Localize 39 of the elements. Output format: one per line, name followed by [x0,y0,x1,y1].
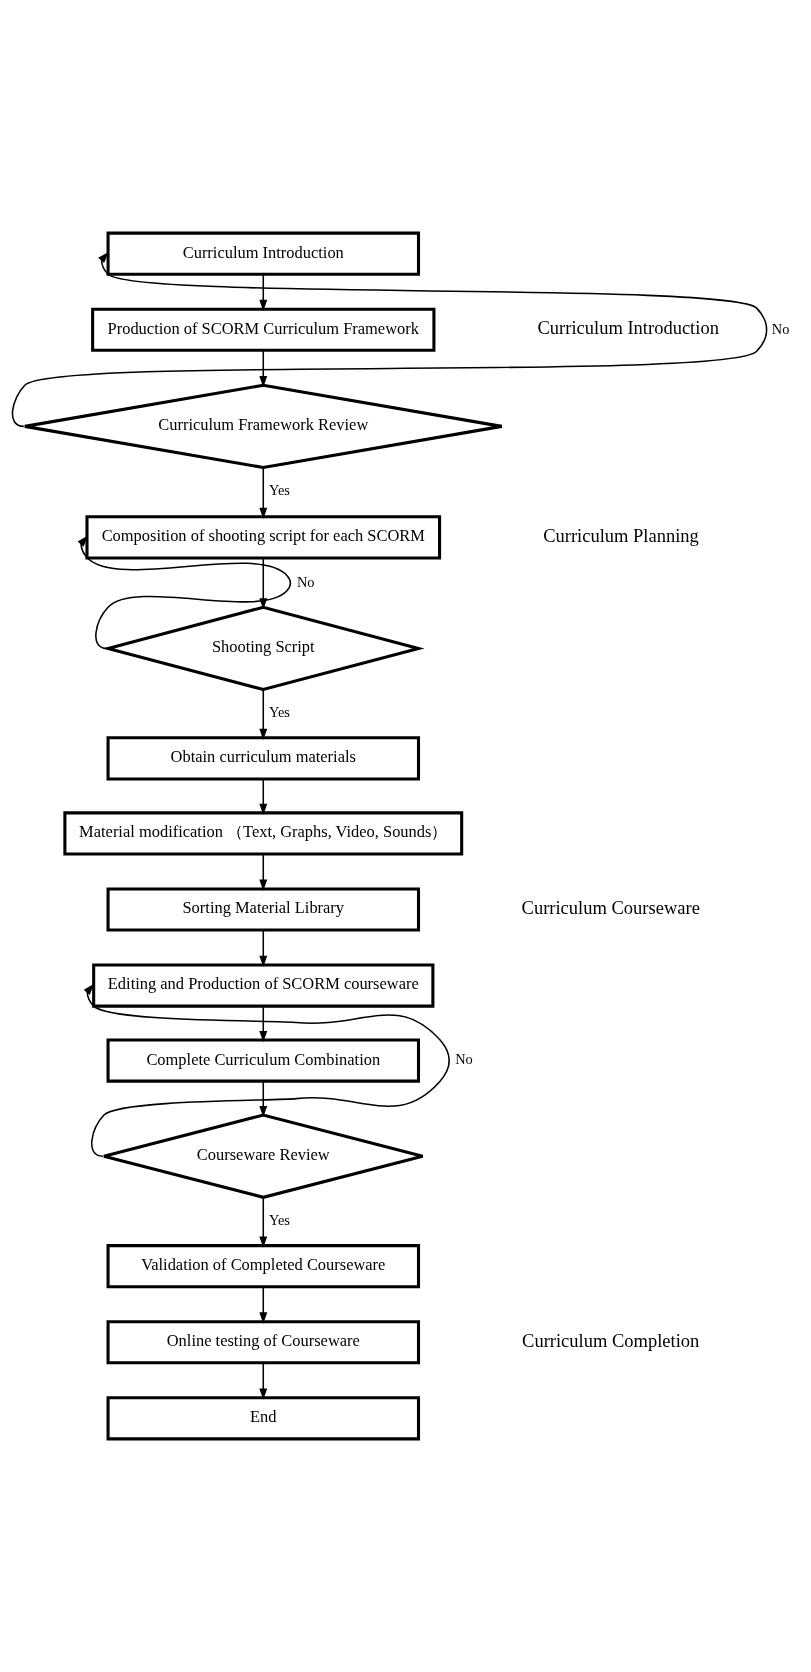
node-box: Material modification （Text, Graphs, Video, Sounds） [63,811,464,856]
node-diamond: Courseware Review [102,1113,425,1199]
node-box: Online testing of Courseware [106,1320,421,1365]
node-box: Obtain curriculum materials [106,736,421,781]
edge-label: Yes [269,704,290,721]
node-box: End [106,1396,421,1441]
arrow [259,778,268,816]
arrow [77,535,292,650]
node-diamond: Shooting Script [102,605,425,692]
edge-label: No [455,1051,473,1068]
node-box: Validation of Completed Courseware [106,1244,421,1289]
arrow [259,853,268,891]
label: Curriculum Completion [522,1330,700,1351]
node-box: Complete Curriculum Combination [106,1038,421,1083]
arrow [83,983,450,1157]
arrow [11,251,768,428]
arrow [259,466,268,519]
label: Curriculum Introduction [537,318,719,339]
arrow [259,1005,268,1043]
arrow [259,1286,268,1324]
arrow [259,688,268,741]
label: Curriculum Planning [543,525,699,546]
edge-label: Yes [269,1212,290,1229]
label: Curriculum Courseware [521,898,700,919]
arrow [259,273,268,312]
node-box: Sorting Material Library [106,887,421,932]
node-box: Editing and Production of SCORM courseware [92,963,435,1008]
arrow [259,1080,268,1118]
node-diamond: Curriculum Framework Review [23,383,504,470]
node-box: Composition of shooting script for each SCORM [85,515,442,560]
edge-label: Yes [269,482,290,499]
node-box: Curriculum Introduction [106,231,421,276]
arrow [259,349,268,388]
arrow [259,1196,268,1248]
node-box: Production of SCORM Curriculum Framework [91,307,436,352]
edge-label: No [771,320,790,337]
edge-label: No [296,573,315,590]
arrow [259,1362,268,1400]
arrow [259,929,268,967]
